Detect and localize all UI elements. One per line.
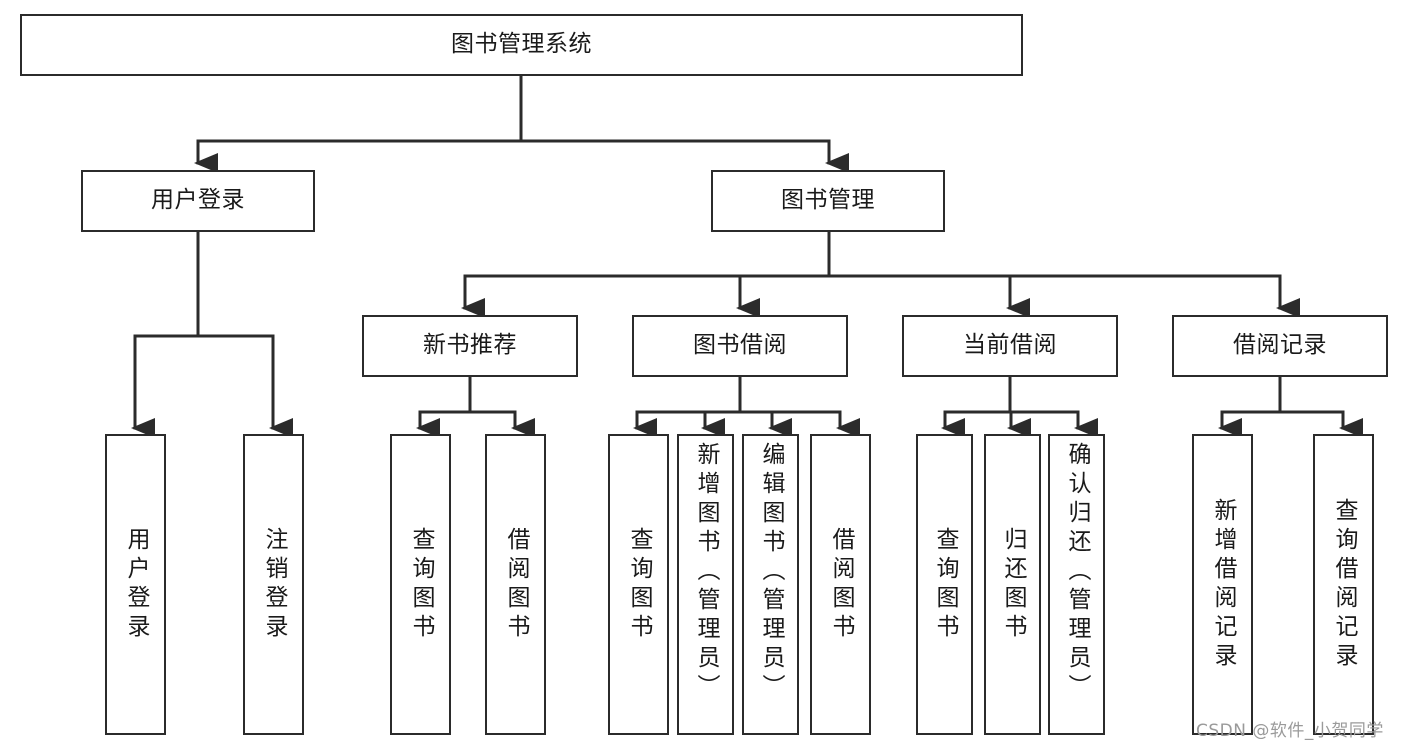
node-book-borrow[interactable]: 图书借阅 — [632, 315, 848, 377]
leaf-br-query-record-label: 查询借阅记录 — [1331, 497, 1357, 672]
leaf-br-add-record[interactable]: 新增借阅记录 — [1192, 434, 1253, 735]
csdn-watermark: CSDN @软件_小贺同学 — [1196, 716, 1384, 741]
leaf-user-login[interactable]: 用户登录 — [105, 434, 166, 735]
leaf-br-add-record-label: 新增借阅记录 — [1210, 497, 1236, 672]
leaf-bb-add-book[interactable]: 新增图书（管理员） — [677, 434, 734, 735]
leaf-bb-borrow-book[interactable]: 借阅图书 — [810, 434, 871, 735]
node-book-manage[interactable]: 图书管理 — [711, 170, 945, 232]
leaf-br-query-record[interactable]: 查询借阅记录 — [1313, 434, 1374, 735]
leaf-bb-query-book-label: 查询图书 — [626, 526, 652, 643]
leaf-cb-return-book-label: 归还图书 — [1000, 526, 1026, 643]
node-book-borrow-label: 图书借阅 — [693, 332, 787, 359]
leaf-cb-query-book-label: 查询图书 — [932, 526, 958, 643]
leaf-user-login-label: 用户登录 — [123, 526, 149, 643]
leaf-nb-borrow-book-label: 借阅图书 — [503, 526, 529, 643]
node-user-login[interactable]: 用户登录 — [81, 170, 315, 232]
node-root[interactable]: 图书管理系统 — [20, 14, 1023, 76]
leaf-bb-borrow-book-label: 借阅图书 — [828, 526, 854, 643]
node-borrow-record[interactable]: 借阅记录 — [1172, 315, 1388, 377]
leaf-nb-query-book[interactable]: 查询图书 — [390, 434, 451, 735]
leaf-bb-add-book-label: 新增图书（管理员） — [693, 442, 719, 703]
leaf-nb-borrow-book[interactable]: 借阅图书 — [485, 434, 546, 735]
leaf-cb-confirm-return-label: 确认归还（管理员） — [1064, 442, 1090, 703]
leaf-logout[interactable]: 注销登录 — [243, 434, 304, 735]
leaf-bb-edit-book-label: 编辑图书（管理员） — [758, 442, 784, 703]
leaf-bb-edit-book[interactable]: 编辑图书（管理员） — [742, 434, 799, 735]
leaf-bb-query-book[interactable]: 查询图书 — [608, 434, 669, 735]
node-current-borrow[interactable]: 当前借阅 — [902, 315, 1118, 377]
node-new-book-recommend-label: 新书推荐 — [423, 332, 517, 359]
leaf-cb-query-book[interactable]: 查询图书 — [916, 434, 973, 735]
node-current-borrow-label: 当前借阅 — [963, 332, 1057, 359]
node-book-manage-label: 图书管理 — [781, 187, 875, 214]
node-new-book-recommend[interactable]: 新书推荐 — [362, 315, 578, 377]
leaf-nb-query-book-label: 查询图书 — [408, 526, 434, 643]
leaf-cb-return-book[interactable]: 归还图书 — [984, 434, 1041, 735]
csdn-watermark-text: CSDN @软件_小贺同学 — [1196, 721, 1384, 741]
node-root-label: 图书管理系统 — [451, 31, 592, 58]
node-user-login-label: 用户登录 — [151, 187, 245, 214]
leaf-logout-label: 注销登录 — [261, 526, 287, 643]
leaf-cb-confirm-return[interactable]: 确认归还（管理员） — [1048, 434, 1105, 735]
node-borrow-record-label: 借阅记录 — [1233, 332, 1327, 359]
